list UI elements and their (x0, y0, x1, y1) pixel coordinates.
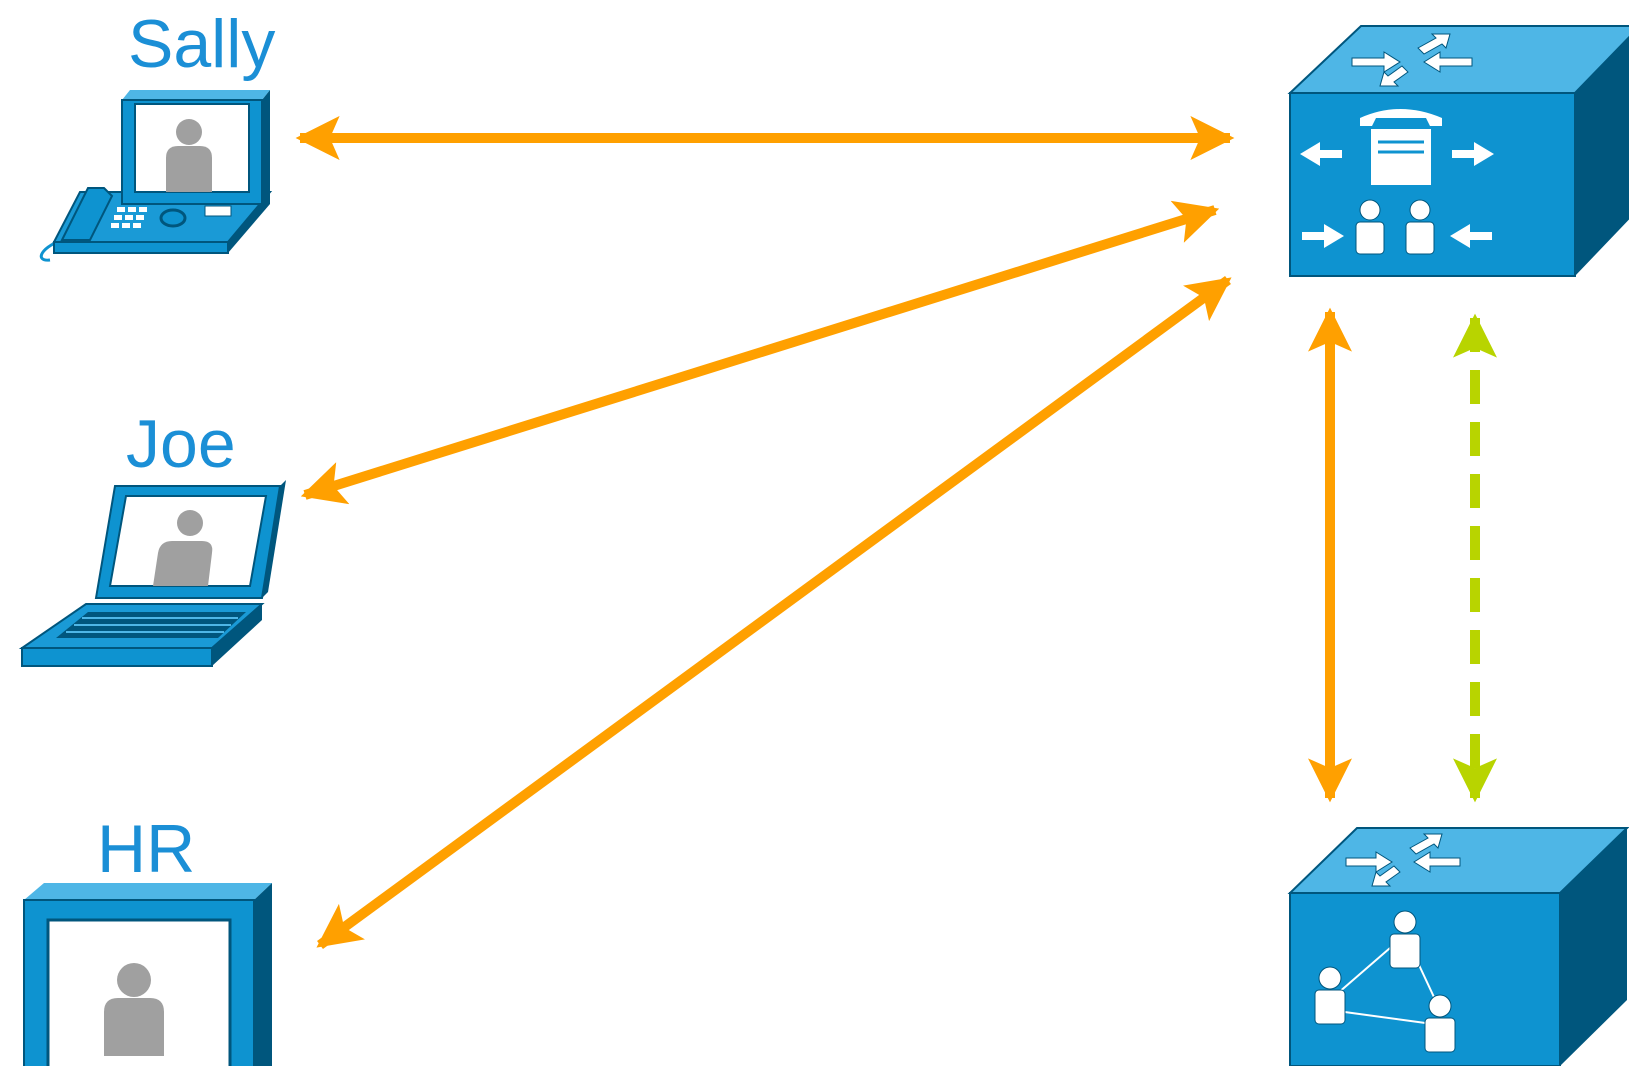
call-manager-cube-icon (1287, 25, 1629, 277)
laptop-icon (18, 480, 286, 667)
video-monitor-icon (23, 883, 272, 1066)
conference-server-cube-icon (1287, 827, 1629, 1066)
link-hr-callmanager (316, 275, 1232, 950)
video-phone-icon (39, 90, 273, 262)
link-joe-callmanager (300, 200, 1220, 505)
hr-label: HR (97, 811, 196, 887)
sally-label: Sally (128, 6, 276, 82)
joe-label: Joe (126, 406, 236, 482)
